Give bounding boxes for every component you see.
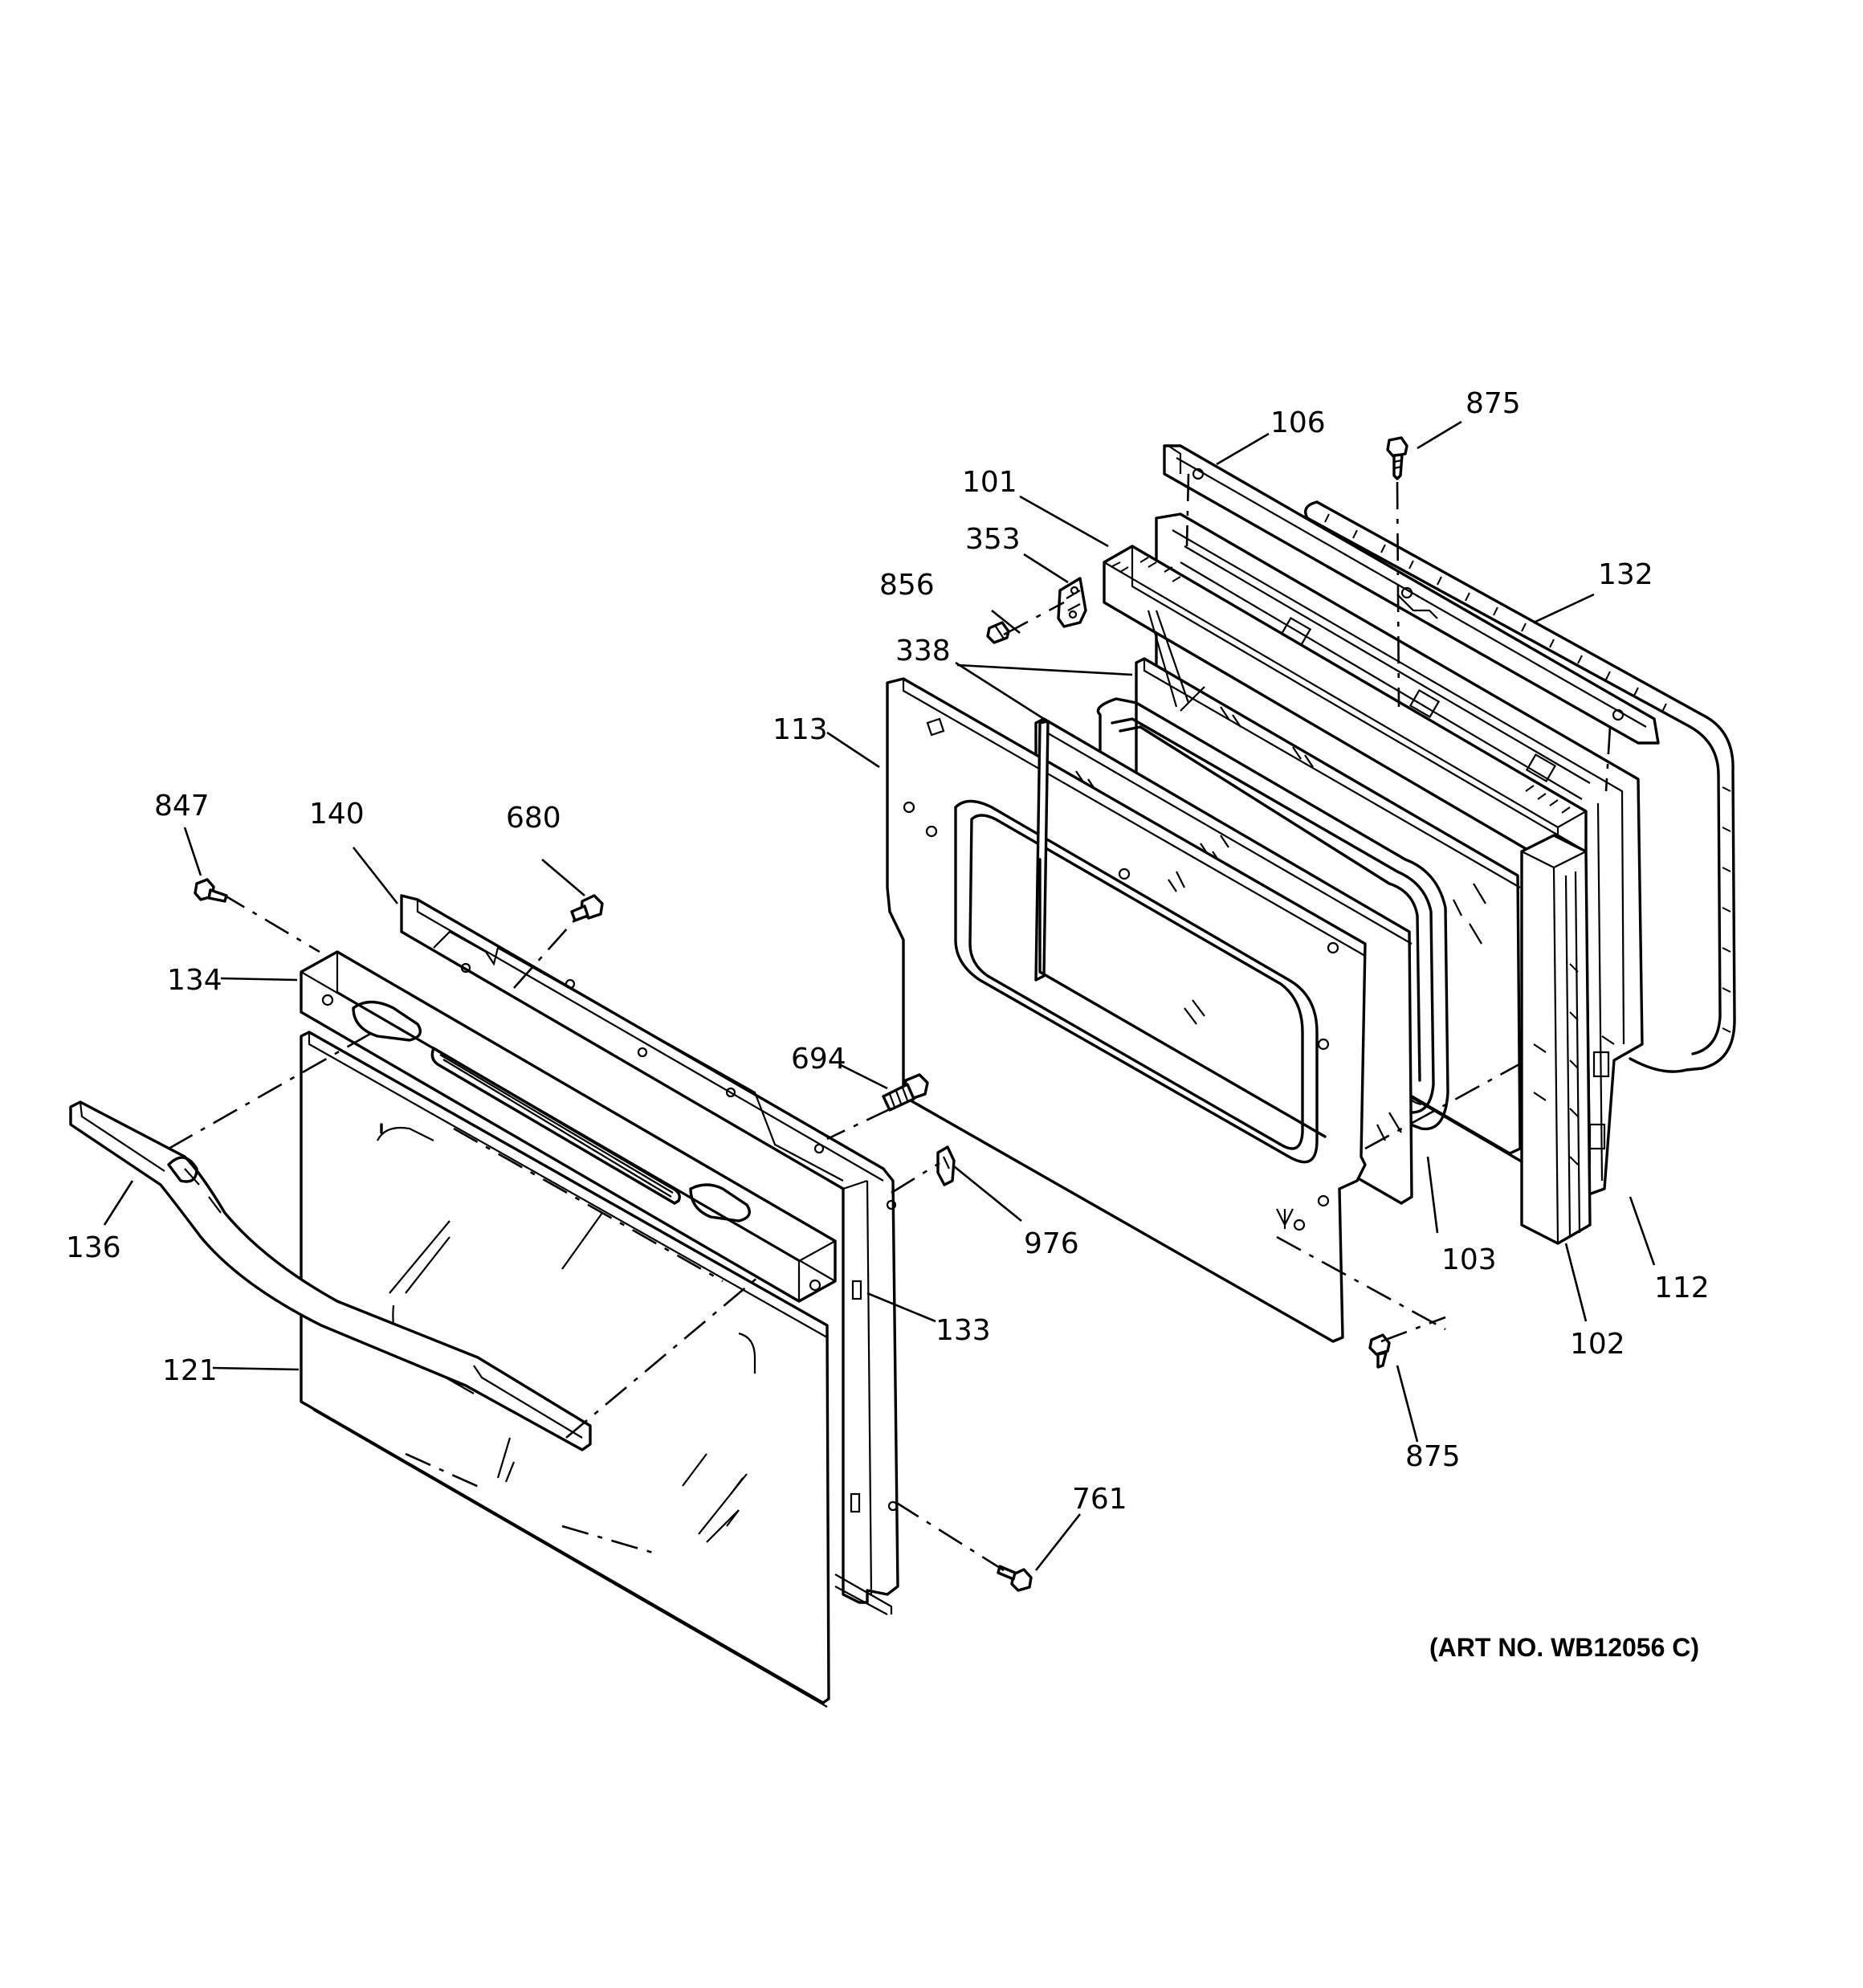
callout-132: 132 [1598, 558, 1653, 591]
callout-136: 136 [66, 1231, 121, 1264]
callout-140: 140 [309, 798, 365, 831]
callout-113: 113 [773, 713, 828, 746]
callout-134: 134 [167, 964, 222, 997]
screw-847 [194, 878, 228, 903]
inner-door-panel-113 [886, 677, 1367, 1343]
callout-761: 761 [1072, 1483, 1127, 1516]
callout-875-bottom: 875 [1405, 1440, 1461, 1473]
window-glass-inner [1034, 720, 1327, 1138]
callout-338: 338 [895, 635, 951, 667]
screw-694 [882, 1073, 929, 1112]
callout-680: 680 [506, 802, 561, 835]
callout-106: 106 [1270, 406, 1326, 439]
outer-door-glass-121 [300, 1031, 830, 1708]
callout-875-top: 875 [1466, 387, 1521, 420]
door-handle-136 [69, 1100, 592, 1451]
side-trim-102 [1520, 834, 1592, 1245]
callout-847: 847 [154, 790, 210, 823]
callout-112: 112 [1654, 1272, 1710, 1304]
leader-lines [103, 420, 1656, 1571]
vent-trim-106 [1163, 444, 1660, 745]
callout-353: 353 [965, 523, 1021, 556]
callout-976: 976 [1024, 1227, 1079, 1260]
clip-976 [936, 1145, 956, 1186]
callout-102: 102 [1570, 1328, 1625, 1361]
callout-694: 694 [791, 1043, 846, 1076]
outer-door-frame-140 [400, 894, 899, 1615]
callout-103: 103 [1441, 1243, 1497, 1276]
callout-101: 101 [962, 466, 1017, 499]
screw-856 [986, 621, 1010, 644]
callout-labels: 106 875 101 353 132 856 338 113 847 140 … [66, 387, 1710, 1662]
art-number: (ART NO. WB12056 C) [1429, 1633, 1699, 1662]
callout-133: 133 [936, 1314, 991, 1347]
door-gasket-132 [1304, 500, 1736, 1073]
screw-875-top [1386, 436, 1408, 480]
top-vent-trim-134 [300, 950, 837, 1303]
callout-121: 121 [162, 1354, 218, 1387]
assembly-dash-lines [168, 473, 1612, 1572]
callout-856: 856 [879, 569, 935, 602]
bracket-353 [1057, 577, 1087, 628]
screw-680 [570, 894, 604, 922]
